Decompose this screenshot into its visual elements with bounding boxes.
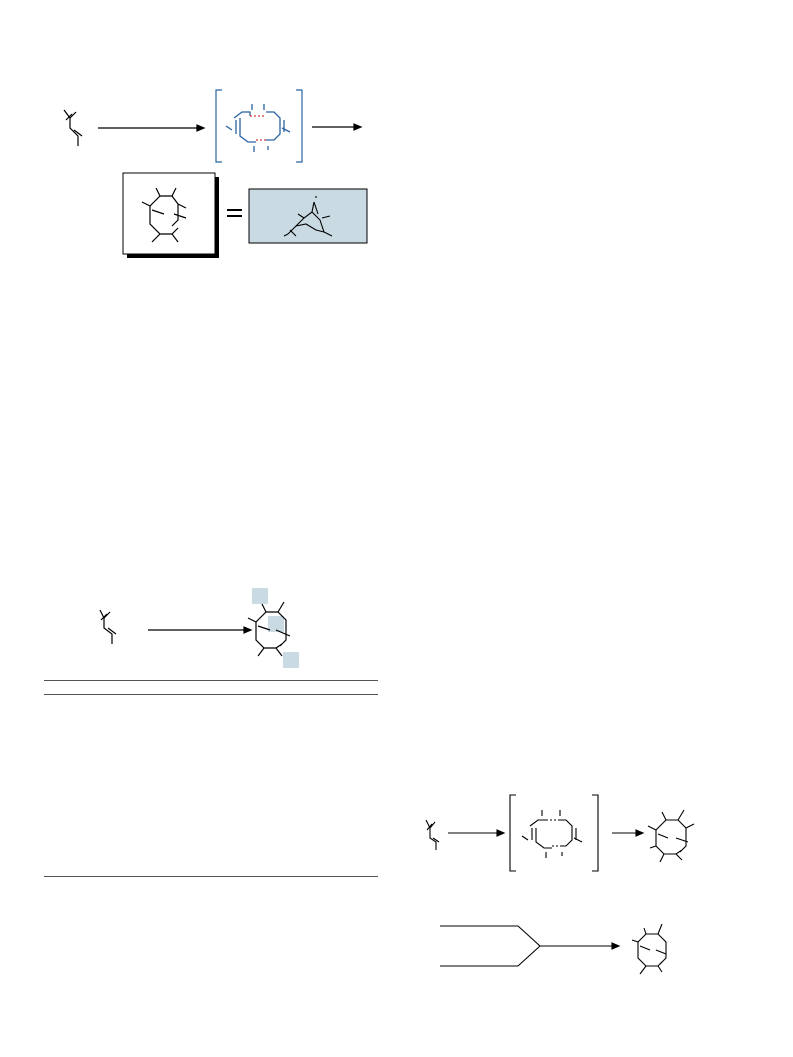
table-header-rule [44,694,378,695]
reaction-arrow-3 [148,626,253,634]
transition-state-2 [521,810,583,858]
product-box-1 [122,172,219,258]
scheme-1 [63,89,368,258]
equals-sign [227,209,242,217]
ts-bracket-1 [215,89,303,163]
cyclooctadiene-product-3 [647,809,695,863]
merging-arrow [440,925,621,967]
cyclooctadiene-product-2 [247,601,291,657]
transition-state-1 [225,104,291,152]
forming-bonds-1 [250,115,266,141]
reaction-arrow-2 [312,123,363,131]
scheme-2 [99,588,299,668]
cyclooctadiene-product-1 [141,187,187,243]
scheme-4 [440,923,667,975]
forming-bonds-2 [546,819,560,847]
table-top-rule [44,680,378,681]
diene-structure-3 [425,819,440,850]
highlight-square-2 [268,616,284,632]
highlight-square-3 [283,652,299,668]
conformer-3d-structure [283,196,333,237]
diene-structure-2 [99,609,117,644]
conformer-box [248,188,368,244]
table-bottom-rule [44,876,378,877]
scheme-3 [425,794,695,872]
ts-bracket-2 [509,794,599,872]
highlight-square-1 [252,588,268,604]
diene-structure-1 [63,109,83,146]
reaction-arrow-4 [448,829,506,837]
reaction-arrow-5 [612,829,645,837]
reaction-arrow-1 [98,124,206,132]
cyclooctadiene-product-4 [631,923,667,975]
